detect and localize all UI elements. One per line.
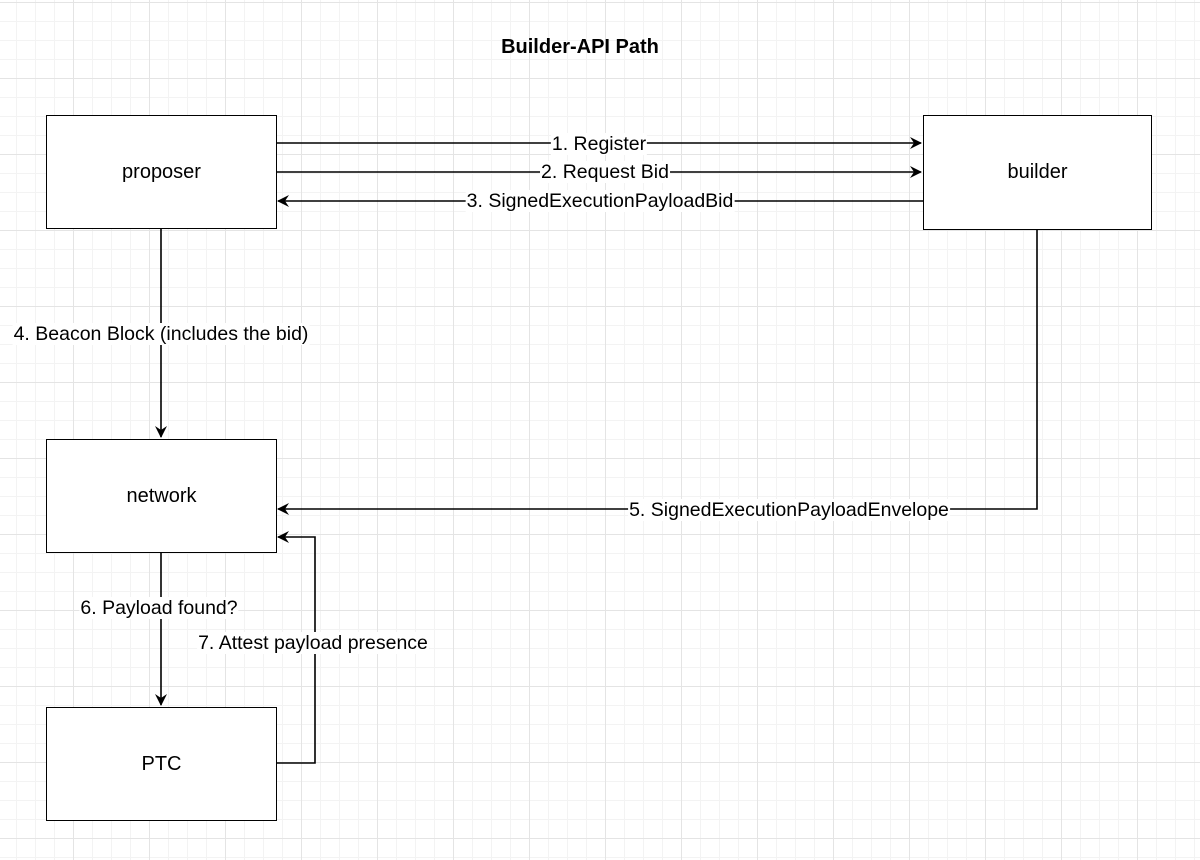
edge-attest-label: 7. Attest payload presence <box>197 632 429 654</box>
node-proposer-label: proposer <box>122 160 201 183</box>
edge-signed-bid-label: 3. SignedExecutionPayloadBid <box>465 190 735 212</box>
edge-payload-found-label: 6. Payload found? <box>79 597 239 619</box>
edge-envelope-label: 5. SignedExecutionPayloadEnvelope <box>628 499 950 521</box>
edge-envelope-line <box>277 230 1038 515</box>
node-builder-label: builder <box>1007 161 1068 183</box>
edge-register-label: 1. Register <box>550 133 648 155</box>
diagram-title: Builder-API Path <box>501 36 659 58</box>
node-builder[interactable]: builder <box>923 115 1152 230</box>
node-ptc-label: PTC <box>141 753 182 775</box>
edge-request-bid-label: 2. Request Bid <box>540 161 670 183</box>
node-network-label: network <box>126 485 197 507</box>
edge-beacon-block-label: 4. Beacon Block (includes the bid) <box>12 323 310 345</box>
node-ptc[interactable]: PTC <box>46 707 277 821</box>
node-network[interactable]: network <box>46 439 277 553</box>
node-proposer[interactable]: proposer <box>46 115 277 229</box>
